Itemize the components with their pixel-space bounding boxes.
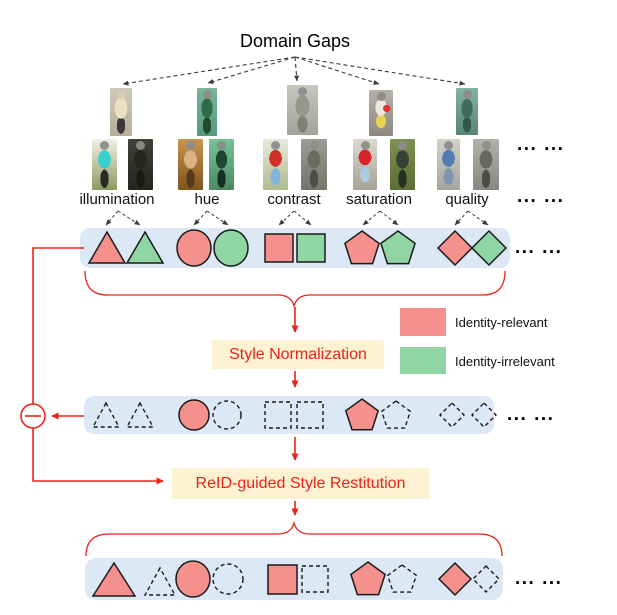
figure-title: Domain Gaps: [239, 31, 351, 51]
factor-label-saturation: saturation: [346, 191, 412, 208]
person-photo-saturation-low: [390, 139, 415, 190]
person-photo-contrast-high: [263, 139, 288, 190]
restituted-dashed-shapes: [143, 563, 500, 596]
face-blur-dot: [100, 141, 109, 150]
circle-dashed: [212, 400, 242, 430]
face-blur-dot: [136, 141, 145, 150]
triangle-dashed: [143, 566, 177, 596]
face-blur-dot: [298, 87, 307, 96]
face-blur-dot: [116, 90, 126, 99]
triangle-dashed: [91, 401, 121, 428]
legend-label-identity-irrelevant: Identity-irrelevant: [455, 354, 555, 369]
person-photo-hue-warm: [178, 139, 203, 190]
pentagon-relevant: [344, 398, 380, 431]
subtract-node: [20, 403, 46, 429]
triangle-relevant: [91, 561, 137, 597]
face-blur-dot: [186, 141, 195, 150]
reid-style-restitution-box: ReID-guided Style Restitution: [172, 468, 429, 499]
domain-gap-fan-arrows: [122, 56, 466, 86]
face-blur-dot: [398, 141, 407, 150]
pentagon-dashed: [380, 400, 412, 429]
factor-label-quality: quality: [445, 191, 489, 208]
face-blur-dot: [360, 141, 370, 150]
factor-label-illumination: illumination: [79, 191, 155, 208]
diamond-relevant: [436, 229, 474, 267]
person-photo-quality-main: [456, 88, 478, 135]
square-relevant: [264, 233, 294, 263]
skip-connection-top: [32, 247, 84, 404]
face-blur-dot: [271, 141, 280, 150]
pentagon-relevant: [350, 561, 386, 596]
triangle-irrelevant: [125, 230, 165, 264]
square-dashed: [264, 401, 292, 429]
style-normalization-box: Style Normalization: [212, 340, 384, 369]
triangle-relevant: [87, 230, 127, 264]
legend-swatch-identity-irrelevant: [400, 347, 446, 374]
person-photo-quality-blur2: [473, 139, 499, 190]
restituted-solid-shapes: [91, 560, 473, 598]
person-photo-hue-green: [209, 139, 234, 190]
circle-dashed: [212, 563, 244, 595]
face-blur-dot: [309, 141, 319, 150]
face-blur-dot: [217, 141, 226, 150]
triangle-dashed: [125, 401, 155, 428]
face-blur-dot: [376, 92, 386, 101]
pentagon-relevant: [344, 230, 380, 265]
factor-label-hue: hue: [194, 191, 220, 208]
face-blur-dot: [481, 141, 491, 150]
face-blur-dot: [462, 90, 472, 99]
pentagon-irrelevant: [380, 230, 416, 265]
diamond-dashed: [472, 565, 500, 593]
diamond-irrelevant: [470, 229, 508, 267]
ellipsis-images-row: ... ...: [517, 134, 565, 155]
factor-label-contrast: contrast: [267, 191, 321, 208]
person-photo-saturation-high: [353, 139, 377, 190]
person-photo-contrast-low: [301, 139, 327, 190]
normalized-solid-shapes: [178, 398, 380, 431]
factor-to-shape-arrows: [105, 210, 489, 226]
ellipsis-restituted-band: ... ...: [515, 568, 563, 589]
square-irrelevant: [296, 233, 326, 263]
circle-relevant: [175, 560, 211, 598]
person-photo-contrast-main: [287, 85, 318, 135]
legend-swatch-identity-relevant: [400, 308, 446, 336]
legend-label-identity-relevant: Identity-relevant: [455, 315, 548, 330]
diamond-relevant: [437, 561, 473, 597]
face-blur-dot: [444, 141, 453, 150]
person-photo-illumination-dark: [128, 139, 153, 190]
circle-relevant: [178, 399, 210, 431]
diamond-dashed: [471, 402, 497, 428]
ellipsis-labels-row: ... ...: [517, 186, 565, 207]
brace-under-input-band: [84, 270, 506, 309]
pentagon-dashed: [386, 564, 418, 593]
square-dashed: [301, 565, 329, 593]
person-photo-illumination-bright: [92, 139, 117, 190]
diamond-dashed: [439, 402, 465, 428]
red-flow-lines: [32, 247, 299, 516]
person-photo-hue-main: [197, 88, 217, 136]
person-photo-illumination-main: [110, 88, 132, 136]
square-relevant: [267, 564, 298, 595]
circle-relevant: [176, 229, 212, 267]
person-photo-quality-blur1: [437, 139, 460, 190]
ellipsis-normalized-band: ... ...: [507, 404, 555, 425]
face-blur-dot: [202, 90, 212, 99]
input-feature-shapes: [87, 229, 508, 267]
ellipsis-input-band: ... ...: [515, 237, 563, 258]
brace-over-restituted-band: [85, 520, 503, 557]
square-dashed: [296, 401, 324, 429]
circle-irrelevant: [213, 229, 249, 267]
person-photo-saturation-main: [369, 90, 393, 136]
normalized-feature-shapes: [91, 400, 497, 430]
red-braces: [84, 270, 506, 557]
skip-connection-bottom: [32, 428, 164, 485]
